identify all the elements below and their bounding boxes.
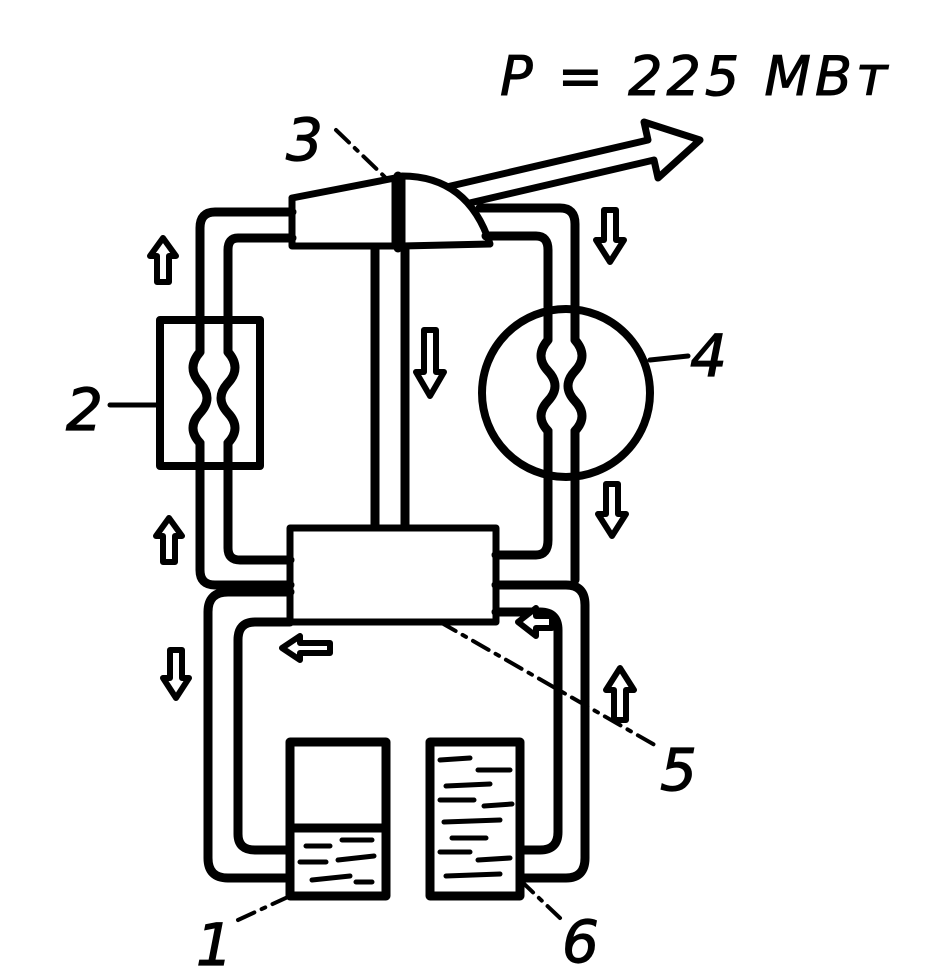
heat-exchanger-2: [156, 316, 264, 470]
label-4: 4: [690, 322, 727, 390]
flow-arrow-icon: [153, 515, 185, 565]
flow-arrow-icon: [413, 327, 447, 399]
flow-arrow-icon: [147, 235, 179, 285]
turbine-unit: [288, 171, 494, 253]
flow-arrows: [147, 207, 637, 723]
label-2: 2: [66, 376, 103, 444]
flow-arrow-icon: [515, 605, 555, 639]
tank-1: [285, 737, 391, 901]
flow-arrow-icon: [160, 647, 192, 701]
label-5: 5: [660, 736, 697, 804]
lower-loop-pipe: [203, 580, 590, 883]
cooler-4: [478, 305, 654, 481]
flow-arrow-icon: [603, 665, 637, 723]
label-1: 1: [196, 911, 233, 976]
compressor-unit: [286, 524, 500, 626]
flow-arrow-icon: [279, 633, 333, 663]
flow-arrow-icon: [593, 207, 627, 265]
right-loop-pipe: [475, 203, 587, 585]
flow-arrow-icon: [595, 481, 629, 539]
left-loop-pipe: [188, 207, 297, 590]
leader-lines: [107, 128, 691, 922]
power-label: P = 225 МВт: [500, 45, 891, 108]
shaft: [370, 243, 410, 533]
label-3: 3: [286, 106, 323, 174]
tank-6: [425, 737, 525, 901]
label-6: 6: [562, 908, 599, 976]
